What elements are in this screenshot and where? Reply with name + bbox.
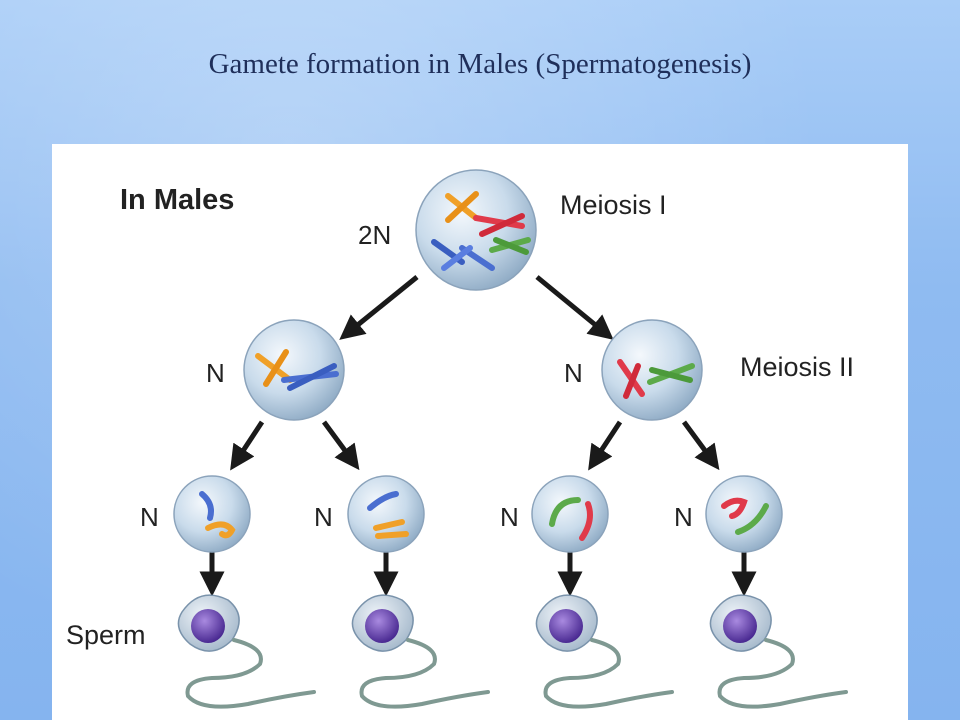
- ploidy-label-spermatid-2: N: [314, 502, 333, 532]
- ploidy-label-secondary-right: N: [564, 358, 583, 388]
- sperm-cell-4: [709, 594, 848, 709]
- spermatogenesis-figure: In Males Meiosis I Meiosis II 2N N N N N…: [52, 144, 908, 720]
- figure-heading: In Males: [120, 184, 234, 216]
- meiosis-2-label: Meiosis II: [740, 352, 854, 382]
- arrow-meiosis2-rl: [588, 420, 623, 471]
- arrow-meiosis2-lr: [321, 420, 360, 471]
- arrow-meiosis2-rr: [681, 420, 720, 471]
- meiosis-1-label: Meiosis I: [560, 190, 667, 220]
- ploidy-label-spermatid-4: N: [674, 502, 693, 532]
- secondary-spermatocyte-right-cell: [601, 319, 703, 421]
- arrow-meiosis1-right: [535, 275, 614, 340]
- ploidy-label-parent: 2N: [358, 220, 391, 250]
- sperm-cell-1: [177, 594, 316, 709]
- arrow-meiosis2-ll: [230, 420, 265, 471]
- sperm-cell-2: [351, 594, 490, 709]
- ploidy-label-secondary-left: N: [206, 358, 225, 388]
- ploidy-label-spermatid-3: N: [500, 502, 519, 532]
- spermatid-4-cell: [705, 475, 783, 553]
- sperm-cell-3: [535, 594, 674, 709]
- spermatid-2-cell: [347, 475, 425, 553]
- slide-title: Gamete formation in Males (Spermatogenes…: [208, 48, 752, 80]
- primary-spermatocyte-cell: [415, 169, 537, 291]
- sperm-label: Sperm: [66, 620, 146, 650]
- secondary-spermatocyte-left-cell: [243, 319, 345, 421]
- ploidy-label-spermatid-1: N: [140, 502, 159, 532]
- spermatid-3-cell: [531, 475, 609, 553]
- arrow-meiosis1-left: [339, 275, 419, 340]
- spermatid-1-cell: [173, 475, 251, 553]
